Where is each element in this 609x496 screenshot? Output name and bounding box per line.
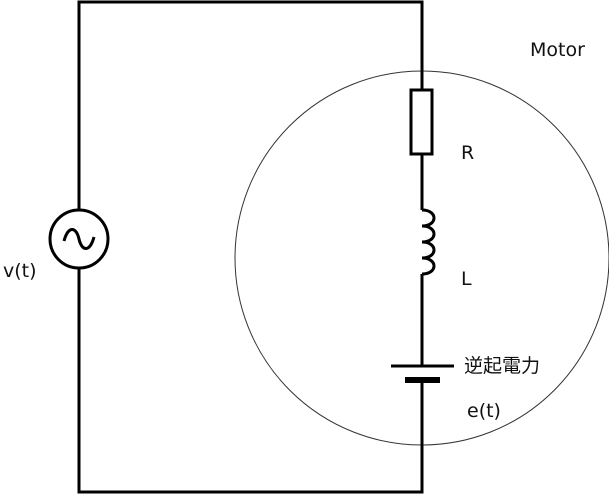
ac-sine-source-icon <box>48 208 110 270</box>
source-label: v(t) <box>3 260 37 282</box>
wire-top-left <box>77 0 424 210</box>
resistor-symbol <box>409 88 434 156</box>
inductor-symbol <box>421 208 436 276</box>
back-emf-jp-label: 逆起電力 <box>464 355 540 377</box>
wire-bottom <box>77 268 424 494</box>
inductor-label: L <box>461 268 472 290</box>
resistor-label: R <box>461 142 474 164</box>
battery-cell-icon <box>391 364 454 383</box>
motor-label: Motor <box>530 39 585 61</box>
back-emf-label: e(t) <box>467 400 501 422</box>
